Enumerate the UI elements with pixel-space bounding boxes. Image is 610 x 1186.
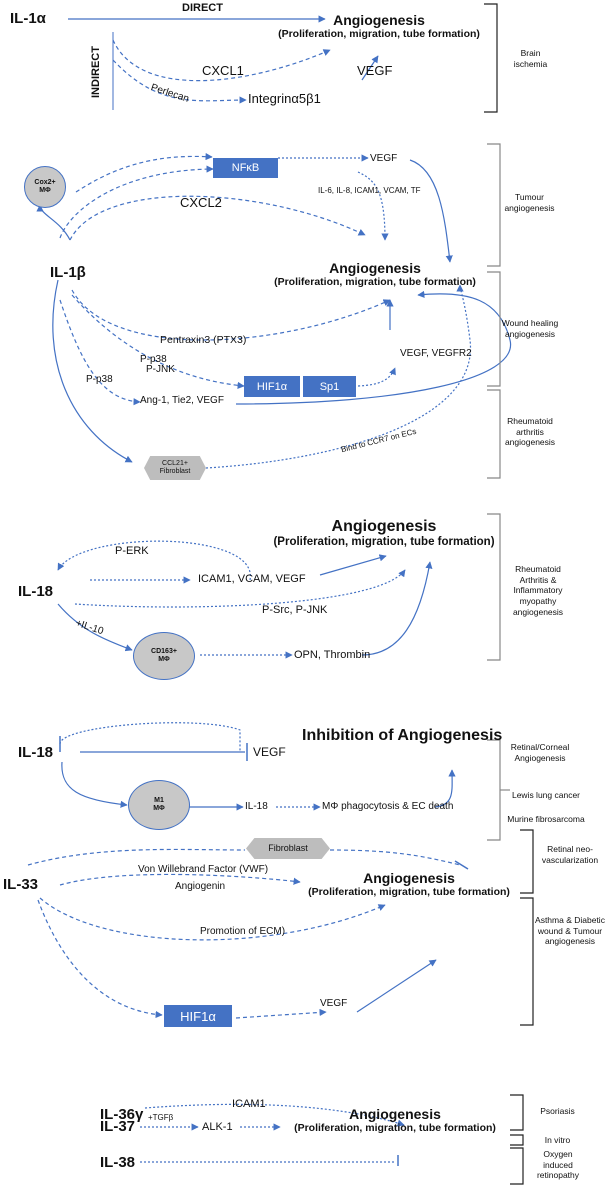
angiogenesis-node-1: Angiogenesis (Proliferation, migration, … (272, 12, 486, 40)
angiogenesis-node-2: Angiogenesis (Proliferation, migration, … (266, 260, 484, 288)
pp38-label-b: P-p38 (86, 374, 113, 385)
angiogenesis-title: Angiogenesis (333, 12, 425, 28)
opn-thrombin-label: OPN, Thrombin (294, 649, 371, 661)
cxcl2-label: CXCL2 (180, 195, 222, 210)
fibroblast-label: Fibroblast (159, 468, 191, 475)
pjnk-label: P-JNK (146, 364, 175, 375)
context-murine: Murine fibrosarcoma (507, 814, 585, 824)
cytokine-il18-a: IL-18 (18, 583, 54, 600)
context-rheumatoid: Rheumatoid arthritis angiogenesis (504, 416, 556, 448)
context-retinal-corneal: Retinal/Corneal Angiogenesis (510, 742, 570, 763)
context-tumour: Tumour angiogenesis (504, 192, 555, 213)
m1-label: M1 (154, 797, 164, 805)
hif1a-box: HIF1α (244, 376, 300, 397)
cytokine-il1a: IL-1α (10, 10, 46, 27)
context-in-vitro: In vitro (544, 1135, 571, 1145)
angiogenesis-node-5: Angiogenesis (Proliferation, migration, … (300, 870, 518, 898)
context-lewis-lung: Lewis lung cancer (511, 790, 581, 800)
perk-label: P-ERK (115, 545, 149, 557)
nfkb-box: NFκB (213, 158, 278, 178)
macrophage-label: MΦ (158, 656, 170, 663)
ptx3-label: Pentraxin3 (PTX3) (160, 334, 247, 346)
ccl21-fibroblast-node: CCL21+ Fibroblast (144, 456, 206, 480)
vegf-label-s5: VEGF (320, 998, 348, 1009)
context-ra-myopathy: Rheumatoid Arthritis & Inflammatory myop… (512, 564, 564, 617)
angiogenin-label: Angiogenin (175, 881, 226, 892)
context-brain-ischemia: Brain ischemia (513, 48, 548, 69)
context-oxygen-retinopathy: Oxygen induced retinopathy (536, 1149, 580, 1181)
alk1-label: ALK-1 (202, 1121, 233, 1133)
angiogenesis-subtitle: (Proliferation, migration, tube formatio… (294, 1122, 496, 1135)
vegf-label-s2: VEGF (370, 153, 398, 164)
inhibition-of-angiogenesis: Inhibition of Angiogenesis (302, 727, 503, 744)
cox2-macrophage-node: Cox2+ MΦ (24, 166, 66, 208)
il18-label-s4: IL-18 (245, 801, 268, 812)
cytokine-il38: IL-38 (100, 1154, 136, 1171)
cytokine-il37: IL-37 (100, 1118, 136, 1135)
angiogenesis-title: Angiogenesis (349, 1106, 441, 1122)
icam1-label-s6: ICAM1 (232, 1098, 266, 1110)
angiogenesis-node-3: Angiogenesis (Proliferation, migration, … (265, 518, 503, 550)
ecm-label: Promotion of ECM) (200, 926, 286, 937)
ccl21-label: CCL21+ (162, 460, 188, 468)
tgfb-label: +TGFβ (148, 1113, 174, 1122)
vwf-label: Von Willebrand Factor (VWF) (138, 864, 269, 875)
angiogenesis-title: Angiogenesis (331, 518, 437, 535)
fibroblast-node: Fibroblast (246, 838, 330, 859)
angiogenesis-node-6: Angiogenesis (Proliferation, migration, … (282, 1106, 508, 1134)
macrophage-label: MΦ (153, 805, 165, 812)
angiogenesis-subtitle: (Proliferation, migration, tube formatio… (308, 886, 510, 899)
cxcl1-label: CXCL1 (202, 63, 244, 78)
angiogenesis-subtitle: (Proliferation, migration, tube formatio… (273, 536, 495, 549)
icam-vcam-vegf-label: ICAM1, VCAM, VEGF (198, 573, 306, 585)
m1-macrophage-node: M1 MΦ (128, 780, 190, 830)
context-psoriasis: Psoriasis (540, 1106, 575, 1116)
angiogenesis-title: Angiogenesis (363, 870, 455, 886)
angiogenesis-title: Angiogenesis (329, 260, 421, 276)
cytokine-il18-b: IL-18 (18, 744, 54, 761)
cytokine-il33: IL-33 (3, 876, 39, 893)
psrc-pjnk-label: P-Src, P-JNK (262, 604, 328, 616)
cox2-label: Cox2+ (34, 179, 56, 187)
ang1-tie2-vegf-label: Ang-1, Tie2, VEGF (140, 395, 224, 406)
context-asthma-diabetic: Asthma & Diabetic wound & Tumour angioge… (535, 915, 605, 947)
hif1a-box-s5: HIF1α (164, 1005, 232, 1027)
vegf-label-s1: VEGF (357, 63, 393, 78)
context-retinal-neovasc: Retinal neo-vascularization (541, 844, 599, 865)
vegf-vegfr2-label: VEGF, VEGFR2 (400, 348, 472, 359)
cytokine-il36g: IL-36γ (100, 1106, 144, 1123)
macrophage-label: MΦ (39, 187, 51, 194)
mediators-label: IL-6, IL-8, ICAM1, VCAM, TF (318, 186, 421, 195)
angiogenesis-subtitle: (Proliferation, migration, tube formatio… (278, 28, 480, 41)
cd163-label: CD163+ (151, 648, 177, 656)
angiogenesis-subtitle: (Proliferation, migration, tube formatio… (274, 276, 476, 289)
cd163-macrophage-node: CD163+ MΦ (133, 632, 195, 680)
sp1-box: Sp1 (303, 376, 356, 397)
indirect-label: INDIRECT (90, 46, 102, 98)
integrin-label: Integrinα5β1 (248, 91, 321, 106)
vegf-label-s4: VEGF (253, 745, 286, 759)
context-wound-healing: Wound healing angiogenesis (501, 318, 559, 339)
cytokine-il1b: IL-1β (50, 264, 86, 281)
phagocytosis-label: MΦ phagocytosis & EC death (322, 801, 454, 812)
pp38-label-a: P-p38 (140, 354, 167, 365)
direct-label: DIRECT (182, 2, 223, 14)
